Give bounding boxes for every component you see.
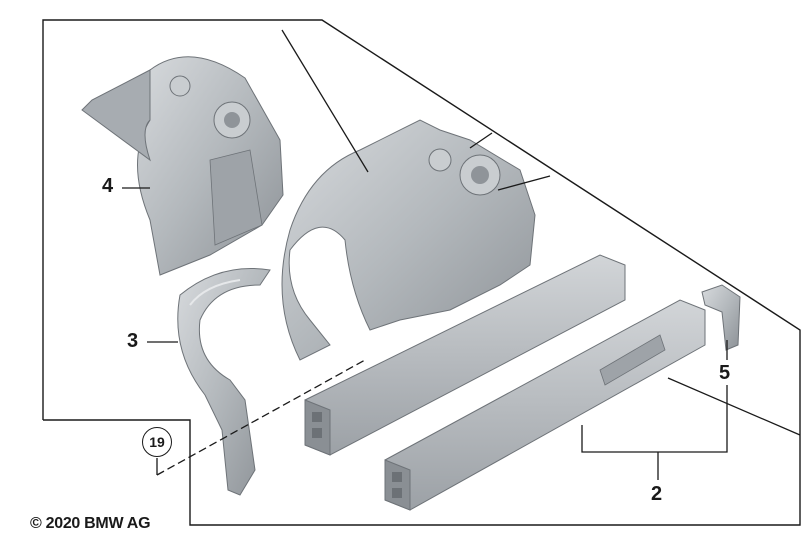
leader-lines bbox=[122, 29, 801, 480]
callout-part-3: 3 bbox=[127, 330, 139, 352]
callout-part-5: 5 bbox=[719, 362, 731, 384]
assembly-boundary bbox=[42, 19, 801, 526]
part-3-arch-reinforcement bbox=[177, 267, 271, 496]
callout-ref-19: 19 bbox=[142, 427, 172, 457]
part-2-longitudinal-rail bbox=[384, 299, 706, 511]
callout-part-4: 4 bbox=[102, 175, 114, 197]
callout-part-2: 2 bbox=[651, 483, 663, 505]
part-4-wheelhouse bbox=[81, 56, 284, 276]
copyright-notice: © 2020 BMW AG bbox=[30, 515, 151, 532]
main-front-structure bbox=[281, 119, 626, 456]
part-5-bracket bbox=[701, 284, 741, 351]
